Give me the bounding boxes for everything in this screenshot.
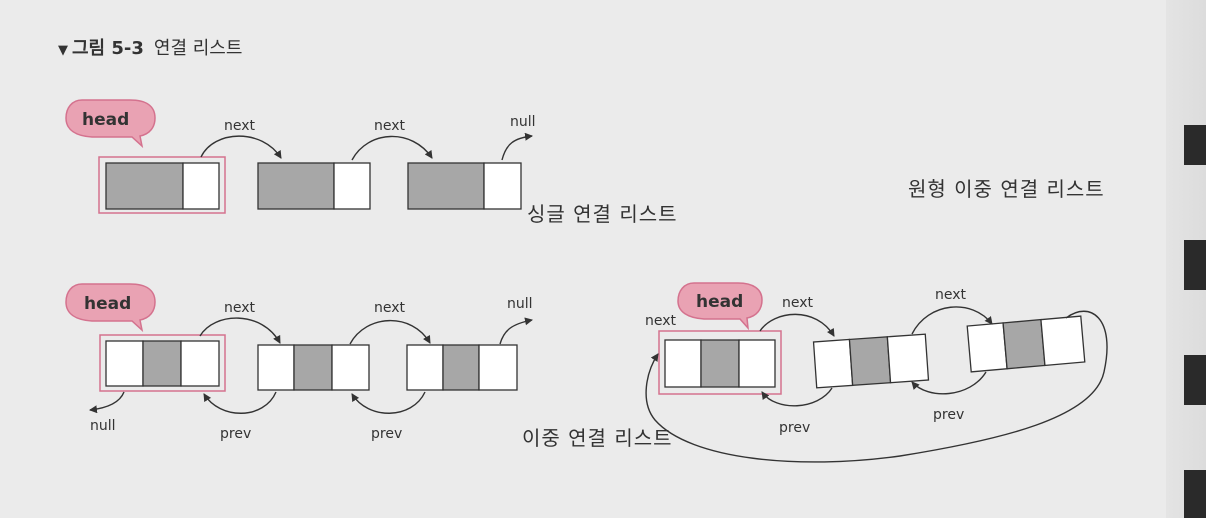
- circular-doubly-linked-list: 원형 이중 연결 리스트 head next next next pre: [645, 177, 1108, 463]
- prev-label: prev: [933, 407, 964, 423]
- figure-number: 그림 5-3: [72, 38, 144, 59]
- page-edge: [1166, 0, 1206, 518]
- next-label: next: [374, 300, 406, 316]
- null-arrow: [89, 391, 125, 414]
- prev-arrow: [761, 387, 833, 407]
- node: [812, 333, 930, 389]
- null-label: null: [90, 418, 116, 434]
- next-arrow: [351, 135, 433, 161]
- next-arrow: [911, 306, 993, 335]
- node: [406, 344, 518, 391]
- page-tab: [1184, 240, 1206, 290]
- prev-label: prev: [371, 426, 402, 442]
- prev-arrow: [911, 371, 987, 395]
- doubly-linked-list: head next next null null prev prev 이중: [65, 283, 673, 450]
- title-marker: ▼: [58, 43, 68, 58]
- page-tab: [1184, 355, 1206, 405]
- null-arrow: [501, 132, 533, 161]
- page-tab: [1184, 470, 1206, 518]
- figure-caption: 연결 리스트: [153, 38, 243, 59]
- doubly-caption: 이중 연결 리스트: [522, 426, 673, 450]
- next-arrow: [759, 313, 835, 337]
- head-label: head: [696, 292, 743, 312]
- next-label: next: [935, 287, 967, 303]
- next-arrow: [349, 320, 431, 345]
- figure-title: ▼ 그림 5-3 연결 리스트: [58, 34, 242, 60]
- node: [257, 344, 370, 391]
- next-label: next: [645, 313, 677, 329]
- node: [99, 334, 226, 392]
- null-arrow: [499, 317, 533, 345]
- head-label: head: [82, 110, 129, 130]
- next-arrow: [200, 135, 282, 159]
- prev-arrow: [203, 391, 277, 414]
- null-label: null: [510, 114, 536, 130]
- circular-caption: 원형 이중 연결 리스트: [908, 177, 1105, 201]
- node: [407, 162, 522, 210]
- next-arrow: [199, 317, 281, 344]
- next-label: next: [224, 300, 256, 316]
- null-label: null: [507, 296, 533, 312]
- singly-caption: 싱글 연결 리스트: [527, 202, 678, 226]
- head-label: head: [84, 294, 131, 314]
- head-bubble: head: [65, 99, 156, 149]
- prev-label: prev: [779, 420, 810, 436]
- prev-label: prev: [220, 426, 251, 442]
- node: [98, 156, 226, 214]
- next-label: next: [224, 118, 256, 134]
- node: [966, 315, 1086, 373]
- node: [257, 162, 371, 210]
- wrap-around-arrow: [645, 310, 1108, 463]
- next-label: next: [782, 295, 814, 311]
- head-bubble: head: [65, 283, 156, 333]
- singly-linked-list: head next next null 싱글 연결 리스트: [65, 99, 678, 226]
- node: [658, 330, 782, 395]
- head-bubble: head: [677, 282, 763, 331]
- next-label: next: [374, 118, 406, 134]
- prev-arrow: [351, 391, 426, 414]
- page-tab: [1184, 125, 1206, 165]
